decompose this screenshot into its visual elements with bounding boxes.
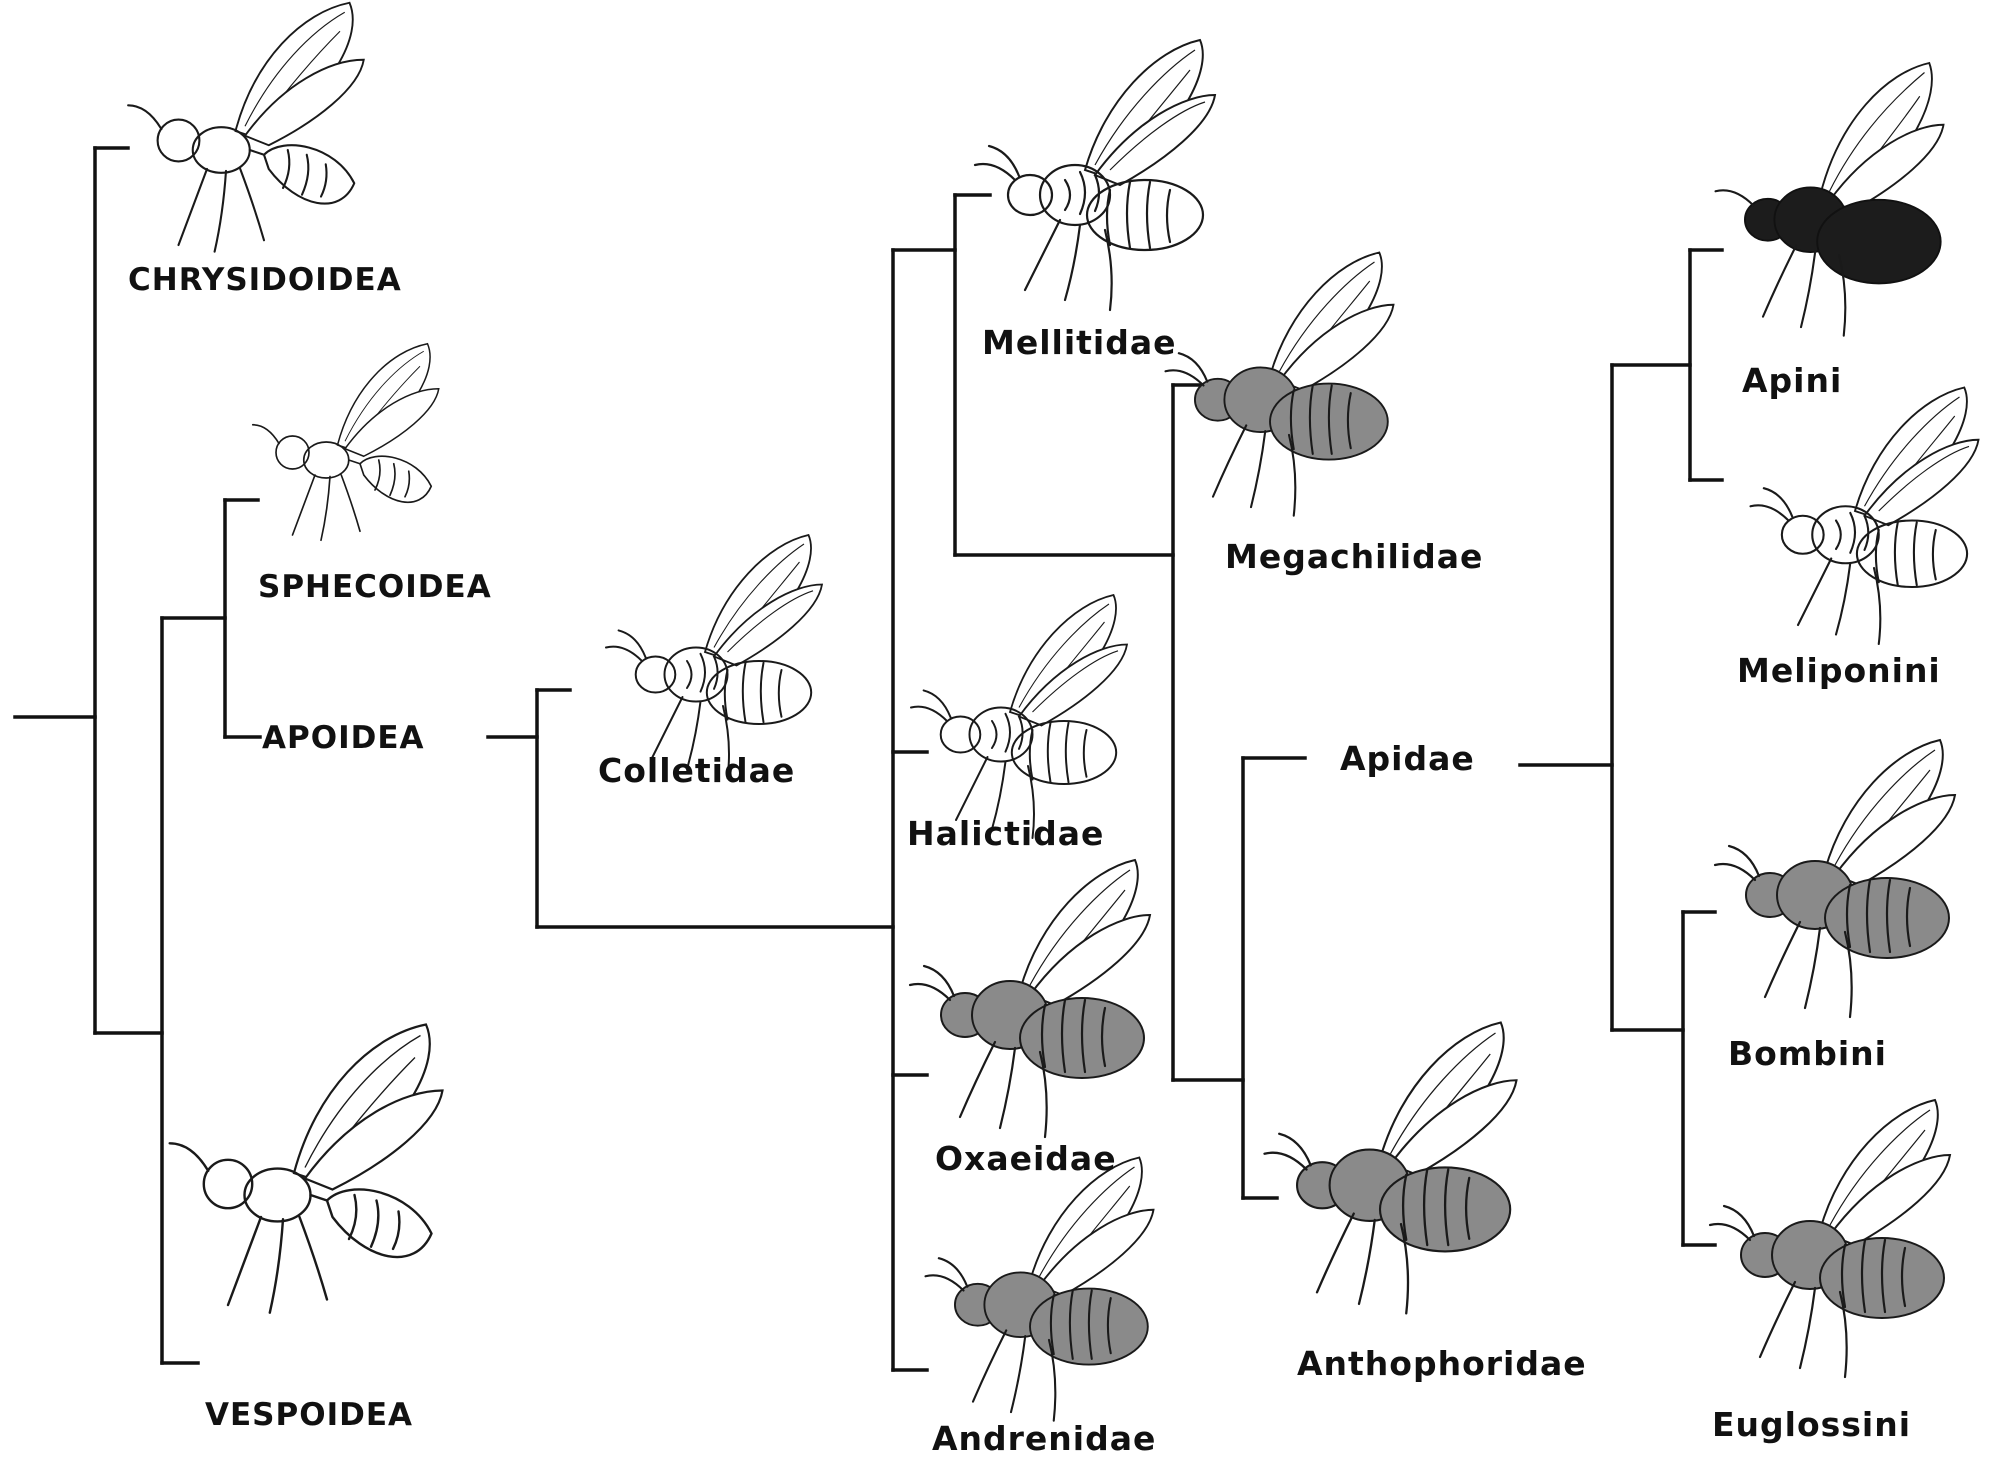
label-mellitidae: Mellitidae xyxy=(982,323,1177,362)
mellitidae-bee-icon xyxy=(975,40,1215,310)
andrenidae-bee-icon xyxy=(926,1158,1154,1421)
anthophoridae-bee-icon xyxy=(1265,1023,1517,1314)
label-apini: Apini xyxy=(1742,361,1842,400)
halictidae-bee-icon xyxy=(911,595,1127,838)
bombini-bee-icon xyxy=(1715,740,1955,1017)
colletidae-bee-icon xyxy=(606,535,822,778)
label-oxaeidae: Oxaeidae xyxy=(935,1139,1117,1178)
label-megachilidae: Megachilidae xyxy=(1225,537,1483,576)
label-chrysidoidea: CHRYSIDOIDEA xyxy=(128,262,402,298)
label-apoidea: APOIDEA xyxy=(262,720,425,756)
chrysidoidea-wasp-icon xyxy=(128,3,364,252)
label-vespoidea: VESPOIDEA xyxy=(205,1397,413,1433)
illustrations xyxy=(128,3,1978,1421)
oxaeidae-bee-icon xyxy=(910,860,1150,1137)
label-sphecoidea: SPHECOIDEA xyxy=(258,569,492,605)
label-andrenidae: Andrenidae xyxy=(932,1419,1156,1458)
euglossini-bee-icon xyxy=(1710,1100,1950,1377)
meliponini-bee-icon xyxy=(1751,388,1979,645)
label-halictidae: Halictidae xyxy=(907,814,1104,853)
label-euglossini: Euglossini xyxy=(1712,1405,1911,1444)
sphecoidea-wasp-icon xyxy=(253,344,439,541)
label-bombini: Bombini xyxy=(1728,1034,1887,1073)
label-colletidae: Colletidae xyxy=(598,751,795,790)
label-meliponini: Meliponini xyxy=(1737,651,1941,690)
label-apidae: Apidae xyxy=(1340,739,1475,778)
apini-bee-icon xyxy=(1716,63,1944,336)
vespoidea-wasp-icon xyxy=(170,1025,443,1313)
label-anthophoridae: Anthophoridae xyxy=(1297,1344,1587,1383)
